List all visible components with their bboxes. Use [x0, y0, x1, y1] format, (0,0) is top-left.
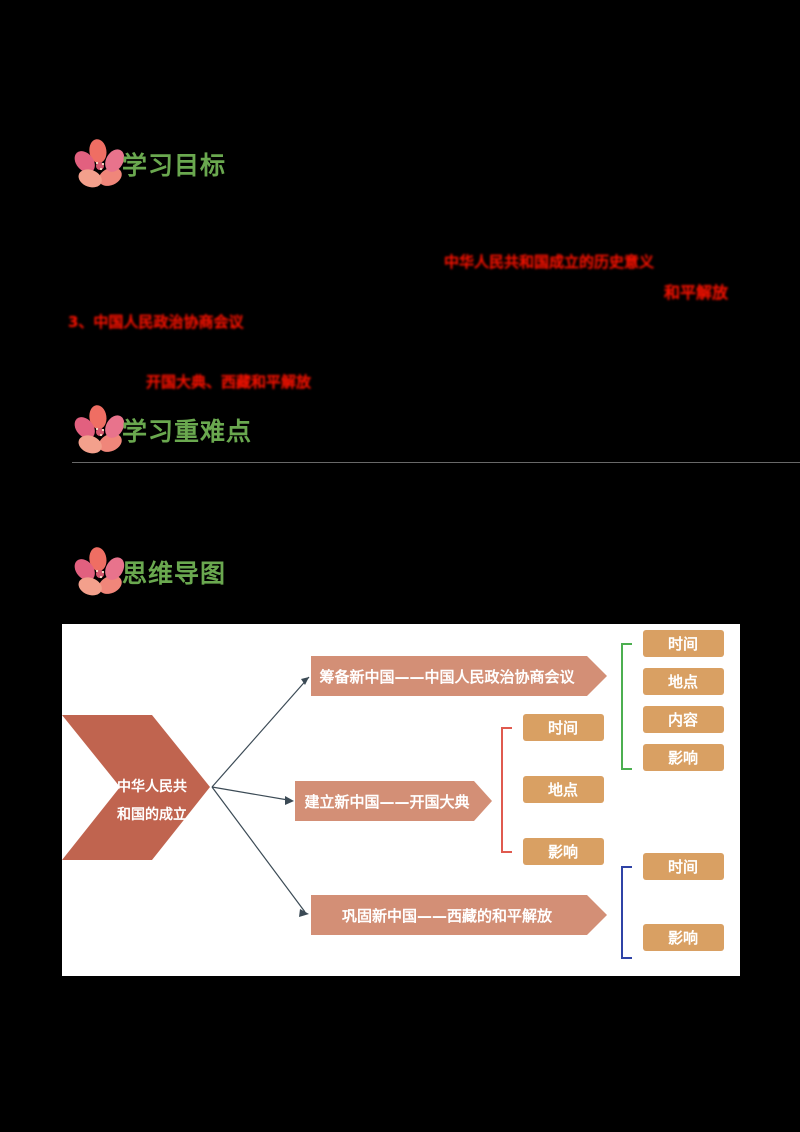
leaf-node[interactable]: 影响 [643, 924, 724, 951]
branch-2-leaves: 时间 地点 影响 [523, 714, 604, 865]
branch-3-label: 巩固新中国——西藏的和平解放 [342, 907, 553, 925]
connector-to-branch-2 [211, 786, 289, 801]
branch-2-label: 建立新中国——开国大典 [304, 793, 469, 811]
horizontal-divider [72, 462, 800, 463]
leaf-label: 影响 [548, 843, 578, 861]
root-label-line-1: 中华人民共 [117, 778, 187, 795]
section-title: 学习目标 [122, 150, 227, 180]
leaf-node[interactable]: 影响 [523, 838, 604, 865]
leaf-node[interactable]: 内容 [643, 706, 724, 733]
leaf-node[interactable]: 时间 [523, 714, 604, 741]
root-label-line-2: 和国的成立 [117, 806, 187, 823]
leaf-label: 时间 [668, 858, 698, 876]
leaf-node[interactable]: 地点 [523, 776, 604, 803]
note-text-3: 3、中国人民政治协商会议 [68, 313, 244, 331]
root-node[interactable]: 中华人民共 和国的成立 [62, 715, 210, 860]
connector-arrowheads [285, 677, 309, 917]
section-heading-learning-objectives: 学习目标 [72, 137, 226, 193]
section-title: 思维导图 [122, 558, 227, 588]
section-heading-key-difficult-points: 学习重难点 [72, 403, 252, 459]
leaf-node[interactable]: 时间 [643, 853, 724, 880]
leaf-label: 影响 [668, 749, 698, 767]
flower-icon [72, 545, 128, 601]
section-heading-mind-map: 思维导图 [72, 545, 226, 601]
leaf-label: 影响 [668, 929, 698, 947]
branch-node-3[interactable]: 巩固新中国——西藏的和平解放 [311, 895, 607, 935]
mind-map-card: 中华人民共 和国的成立 筹备新中国——中国人民政治协商会议 时间 地点 [62, 624, 740, 976]
connector-to-branch-1 [211, 676, 310, 788]
bracket-branch-2 [501, 727, 512, 853]
leaf-node[interactable]: 时间 [643, 630, 724, 657]
bracket-branch-3 [621, 866, 632, 959]
branch-3-leaves: 时间 影响 [643, 853, 724, 951]
connector-to-branch-3 [211, 786, 306, 913]
note-text-2: 和平解放 [664, 283, 729, 302]
leaf-label: 地点 [668, 673, 698, 691]
leaf-node[interactable]: 影响 [643, 744, 724, 771]
branch-1-label: 筹备新中国——中国人民政治协商会议 [319, 668, 575, 686]
branch-node-1[interactable]: 筹备新中国——中国人民政治协商会议 [311, 656, 607, 696]
bracket-branch-1 [621, 643, 632, 770]
section-title: 学习重难点 [122, 416, 253, 446]
note-text-1: 中华人民共和国成立的历史意义 [444, 253, 655, 271]
branch-node-2[interactable]: 建立新中国——开国大典 [295, 781, 492, 821]
leaf-node[interactable]: 地点 [643, 668, 724, 695]
flower-icon [72, 137, 128, 193]
leaf-label: 时间 [548, 719, 578, 737]
leaf-label: 内容 [668, 711, 698, 729]
note-text-4: 开国大典、西藏和平解放 [146, 373, 312, 391]
leaf-label: 时间 [668, 635, 698, 653]
connector-lines [211, 676, 310, 913]
branch-1-leaves: 时间 地点 内容 影响 [643, 630, 724, 771]
leaf-label: 地点 [548, 781, 578, 799]
flower-icon [72, 403, 128, 459]
